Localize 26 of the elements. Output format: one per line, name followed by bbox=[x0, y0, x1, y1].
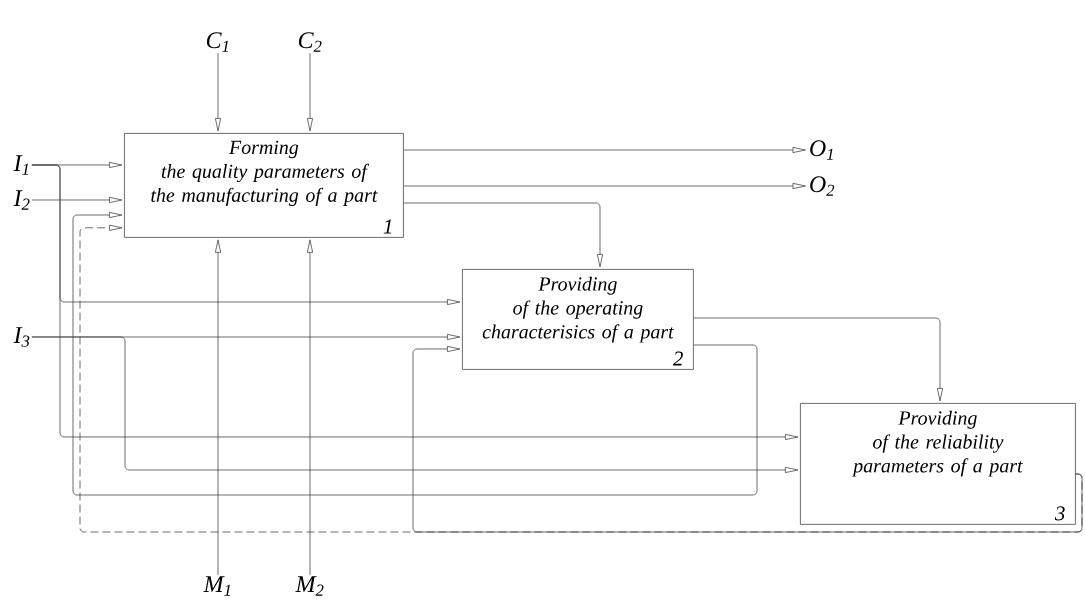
arrow bbox=[215, 239, 222, 576]
process-box: Providing of the operating characterisics of a part 2 bbox=[462, 269, 694, 370]
signal-label: C$_{2}$ bbox=[298, 32, 322, 52]
arrow bbox=[31, 336, 799, 473]
signal-label: I$_{3}$ bbox=[13, 327, 30, 347]
signal-label: C$_{1}$ bbox=[206, 32, 229, 52]
signal-label: I$_{2}$ bbox=[13, 190, 30, 210]
signal-label: M$_{2}$ bbox=[295, 576, 324, 596]
process-box: Forming the quality parameters of the manufacturing of a part 1 bbox=[124, 133, 404, 238]
process-box: Providing of the reliability parameters of a part 3 bbox=[800, 403, 1076, 525]
arrow bbox=[31, 164, 799, 440]
arrow bbox=[79, 224, 1083, 533]
arrow bbox=[412, 345, 1083, 533]
signal-label: M$_{1}$ bbox=[203, 576, 231, 596]
arrow bbox=[307, 239, 314, 576]
arrow bbox=[215, 52, 222, 132]
arrow bbox=[403, 202, 604, 268]
arrow bbox=[403, 146, 806, 153]
arrow bbox=[72, 211, 758, 496]
arrow bbox=[403, 182, 806, 189]
signal-label: I$_{1}$ bbox=[13, 155, 29, 175]
signal-label: O$_{1}$ bbox=[810, 140, 833, 160]
arrow bbox=[307, 52, 314, 132]
arrow bbox=[31, 196, 123, 203]
arrow bbox=[693, 317, 944, 402]
signal-label: O$_{2}$ bbox=[810, 176, 835, 196]
